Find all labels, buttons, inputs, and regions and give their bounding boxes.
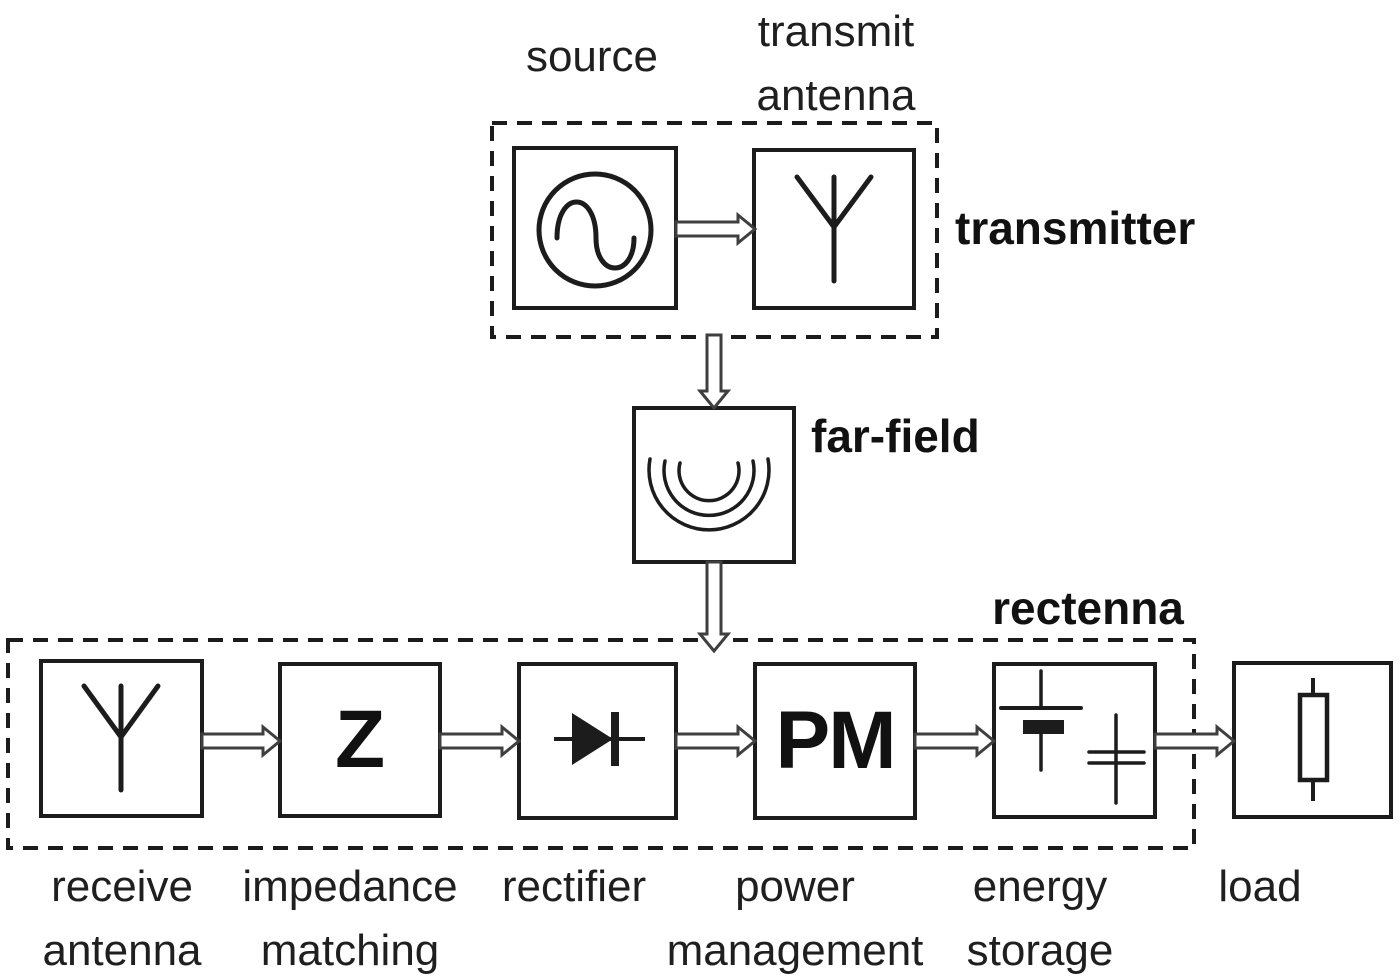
receive-antenna-caption: receive antenna bbox=[42, 862, 202, 975]
transmitter-group-label: transmitter bbox=[955, 202, 1196, 254]
rectenna-group-label: rectenna bbox=[992, 582, 1184, 634]
radiation-icon bbox=[636, 410, 792, 560]
source-caption: source bbox=[526, 25, 658, 89]
arrow-matching-to-rectifier bbox=[438, 723, 522, 759]
impedance-matching-box: Z bbox=[278, 662, 442, 818]
battery-icon bbox=[999, 669, 1083, 772]
arrow-rectifier-to-pm bbox=[674, 723, 758, 759]
arrow-transmitter-to-farfield bbox=[696, 333, 732, 411]
arrow-storage-to-load bbox=[1153, 723, 1237, 759]
resistor-icon bbox=[1236, 665, 1389, 815]
rectifier-caption: rectifier bbox=[501, 862, 647, 911]
load-caption: load bbox=[1218, 862, 1302, 911]
arrow-source-to-tx-antenna bbox=[674, 211, 758, 247]
arrow-antenna-to-matching bbox=[200, 723, 283, 759]
power-management-caption: power management bbox=[666, 862, 924, 975]
receive-antenna-box bbox=[39, 659, 204, 818]
rectifier-box bbox=[517, 662, 678, 820]
energy-storage-box bbox=[992, 662, 1157, 819]
impedance-symbol: Z bbox=[334, 694, 386, 785]
load-box bbox=[1232, 661, 1393, 819]
antenna-icon bbox=[43, 663, 200, 814]
farfield-label: far-field bbox=[811, 410, 980, 462]
capacitor-icon bbox=[1087, 713, 1146, 805]
power-management-symbol: PM bbox=[775, 695, 897, 786]
source-box bbox=[512, 146, 678, 310]
impedance-matching-caption: impedance matching bbox=[242, 862, 458, 975]
tx-antenna-box bbox=[752, 148, 916, 310]
ac-source-icon bbox=[516, 150, 674, 306]
tx-antenna-caption: transmit antenna bbox=[756, 7, 916, 120]
arrow-pm-to-storage bbox=[913, 723, 997, 759]
antenna-icon bbox=[756, 152, 912, 306]
diode-icon bbox=[521, 666, 674, 816]
battery-capacitor-icon bbox=[996, 666, 1153, 815]
energy-storage-caption: energy storage bbox=[966, 862, 1114, 975]
farfield-box bbox=[632, 406, 796, 564]
arrow-farfield-to-rectenna bbox=[696, 560, 732, 654]
power-management-box: PM bbox=[753, 662, 917, 820]
source-caption-text: source bbox=[525, 32, 659, 81]
